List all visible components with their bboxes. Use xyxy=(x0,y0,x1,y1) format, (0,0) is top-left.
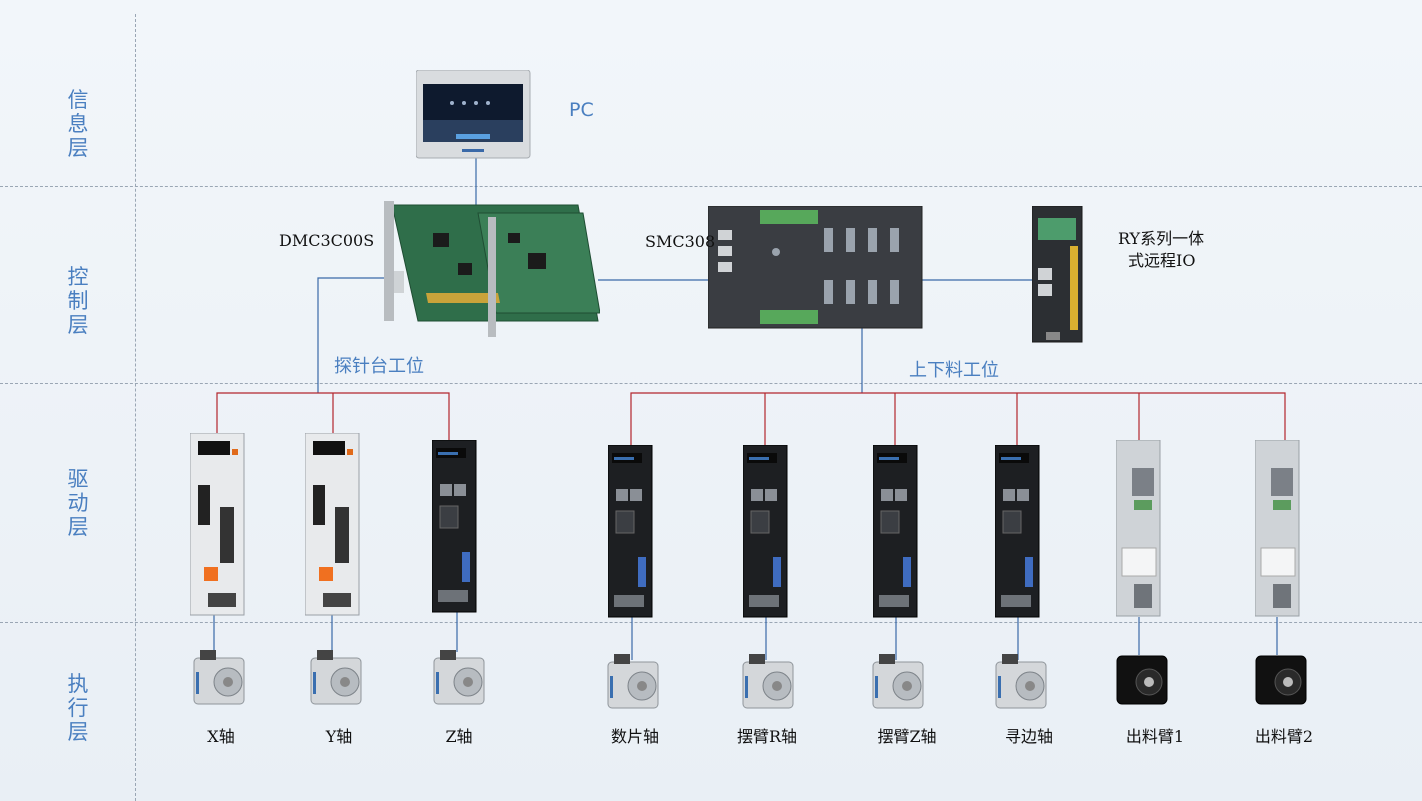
station-load-label: 上下料工位 xyxy=(909,360,999,381)
axis-label-x: X轴 xyxy=(207,727,235,746)
servo-motor-x xyxy=(193,650,245,705)
black-servo-drive-z xyxy=(432,440,477,613)
black-servo-drive-swing-r xyxy=(743,445,788,618)
white-servo-drive-x xyxy=(190,433,245,616)
servo-motor-swing-r xyxy=(742,654,794,709)
axis-label-swing-r: 摆臂R轴 xyxy=(736,727,798,746)
black-servo-drive-swing-z xyxy=(873,445,918,618)
axis-label-swing-z: 摆臂Z轴 xyxy=(877,727,937,746)
layer-label-drive: 驱动层 xyxy=(67,467,89,539)
layer-label-exec: 执行层 xyxy=(67,672,89,744)
axis-label-out-arm-2: 出料臂2 xyxy=(1254,727,1314,746)
layer-column-divider xyxy=(135,14,136,801)
servo-motor-shupian xyxy=(607,654,659,709)
ry-label-line2: 式远程IO xyxy=(1128,251,1196,270)
layer-divider-control-drive xyxy=(0,383,1422,384)
white-servo-drive-y xyxy=(305,433,360,616)
layer-divider-drive-exec xyxy=(0,622,1422,623)
axis-label-shupian: 数片轴 xyxy=(610,727,659,746)
layer-label-info: 信息层 xyxy=(67,88,89,160)
stepper-motor-1 xyxy=(1116,655,1168,705)
ry-remote-io-image xyxy=(1032,206,1083,343)
dmc-card-image xyxy=(384,201,600,337)
layer-divider-info-control xyxy=(0,186,1422,187)
axis-label-edge: 寻边轴 xyxy=(1004,727,1053,746)
black-servo-drive-edge xyxy=(995,445,1040,618)
stepper-drive-1 xyxy=(1116,440,1161,617)
stepper-motor-2 xyxy=(1255,655,1307,705)
layer-label-control: 控制层 xyxy=(67,265,89,337)
axis-label-z: Z轴 xyxy=(445,727,473,746)
stepper-drive-2 xyxy=(1255,440,1300,617)
ry-label-line1: RY系列一体 xyxy=(1118,229,1205,248)
pc-label: PC xyxy=(569,99,594,121)
servo-motor-edge xyxy=(995,654,1047,709)
smc-controller-image xyxy=(708,206,923,329)
black-servo-drive-shupian xyxy=(608,445,653,618)
dmc-label: DMC3C00S xyxy=(279,231,375,250)
smc-label: SMC308 xyxy=(645,232,716,251)
pc-hmi-image xyxy=(416,70,531,159)
servo-motor-swing-z xyxy=(872,654,924,709)
servo-motor-z xyxy=(433,650,485,705)
axis-label-out-arm-1: 出料臂1 xyxy=(1125,727,1185,746)
axis-label-y: Y轴 xyxy=(325,727,353,746)
station-probe-label: 探针台工位 xyxy=(334,356,424,377)
servo-motor-y xyxy=(310,650,362,705)
